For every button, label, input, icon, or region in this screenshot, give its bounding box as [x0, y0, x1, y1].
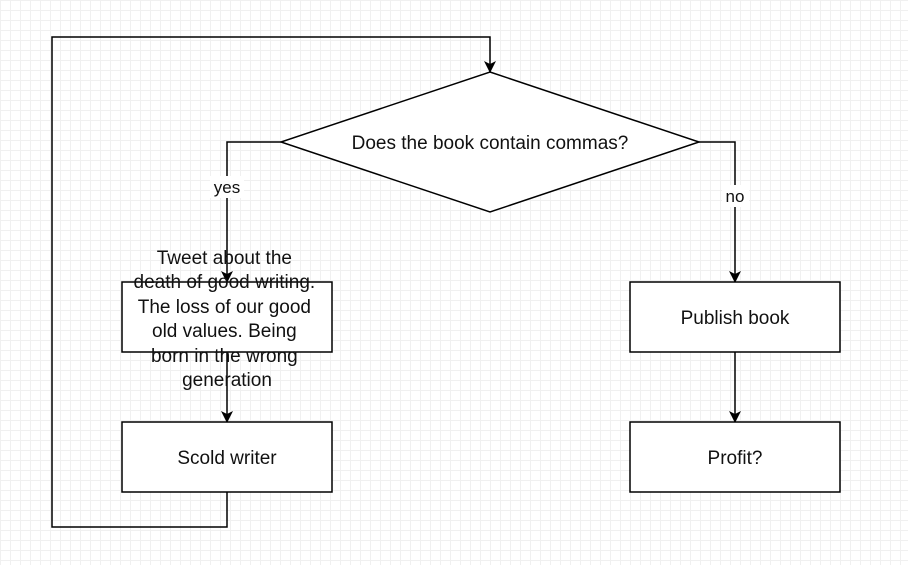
scold-label: Scold writer [177, 448, 277, 469]
decision-diamond[interactable] [278, 71, 702, 213]
edge-decision-to-publish [699, 141, 741, 283]
publish-label: Publish book [681, 308, 790, 329]
profit-label: Profit? [708, 448, 763, 469]
tweet-box[interactable] [121, 281, 333, 353]
yes-label-bg [210, 176, 244, 198]
edge-loop-scold-to-decision [51, 36, 496, 528]
tweet-line-3: The loss of our good [138, 297, 311, 318]
profit-box[interactable] [629, 421, 841, 493]
publish-box[interactable] [629, 281, 841, 353]
tweet-label: Tweet about the death of good writing. T… [134, 248, 321, 391]
no-label-bg [722, 185, 749, 207]
tweet-line-6: generation [182, 370, 272, 391]
tweet-line-1: Tweet about the [157, 248, 292, 269]
edge-decision-to-tweet [221, 141, 281, 283]
tweet-line-5: born in the wrong [151, 346, 298, 367]
decision-label: Does the book contain commas? [352, 133, 629, 154]
tweet-line-4: old values. Being [152, 321, 297, 342]
edge-label-yes: yes [214, 178, 240, 197]
tweet-line-2: death of good writing. [134, 272, 316, 293]
edge-label-no: no [726, 187, 745, 206]
scold-box[interactable] [121, 421, 333, 493]
